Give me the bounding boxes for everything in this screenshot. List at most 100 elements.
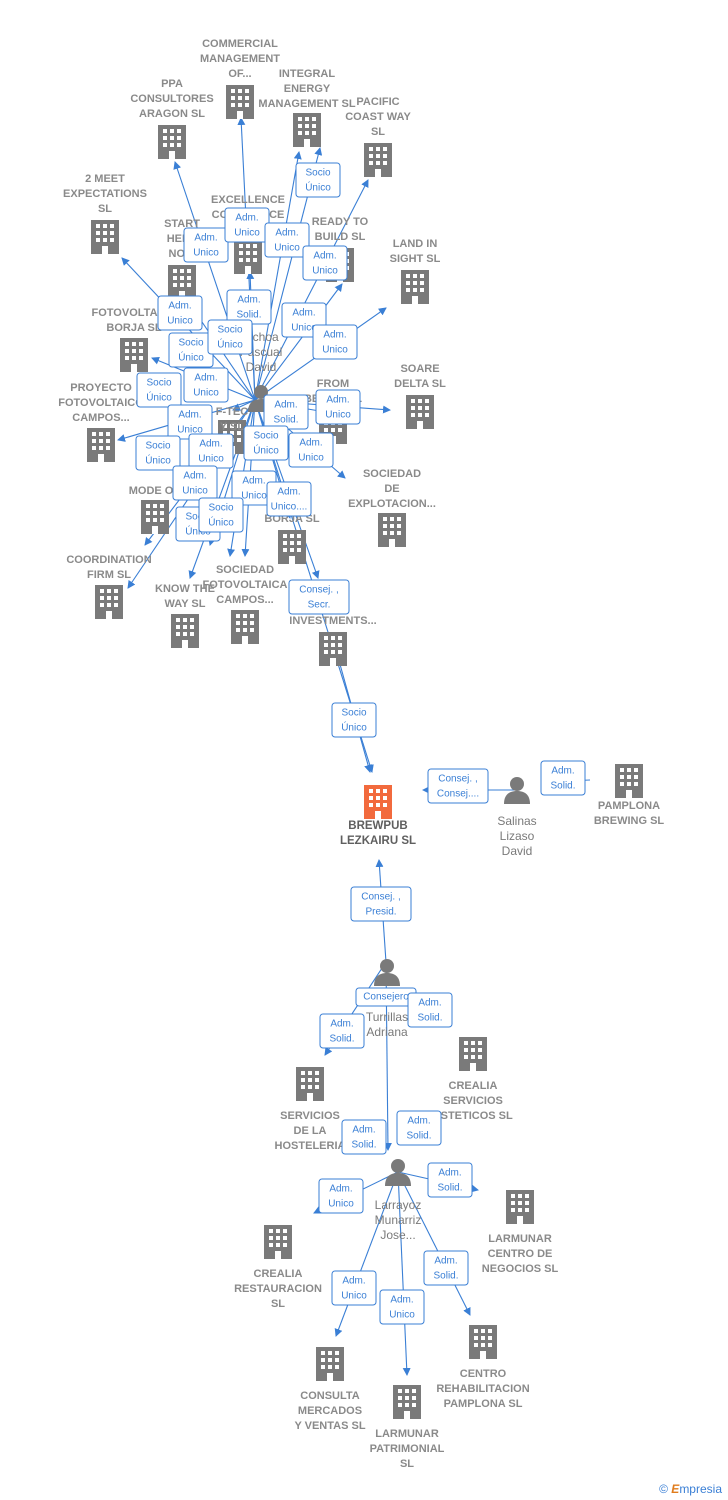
company-node-sociedadfoto[interactable]: SOCIEDADFOTOVOLTAICACAMPOS...: [203, 564, 288, 644]
person-label-salinas-0: Salinas: [497, 814, 536, 828]
edge-role-label-25[interactable]: Consej. ,Secr.: [288, 579, 350, 615]
company-label-ready-1: BUILD SL: [315, 231, 366, 243]
company-node-sociedadexp[interactable]: SOCIEDADDEEXPLOTACION...: [348, 468, 436, 547]
edge-role-text-8-0: Adm.: [292, 308, 315, 319]
company-building-icon: [506, 1190, 534, 1224]
edge-role-label-9[interactable]: Adm.Unico: [312, 324, 358, 360]
edge-role-label-box: [172, 465, 218, 501]
edge-role-label-39[interactable]: Adm.Unico: [379, 1289, 425, 1325]
edge-role-label-38[interactable]: Adm.Unico: [331, 1270, 377, 1306]
edge-role-label-box: [341, 1119, 387, 1155]
edge-role-text-19-1: Unico: [298, 453, 324, 464]
company-label-meet-0: 2 MEET: [85, 173, 125, 185]
edge-role-label-0[interactable]: Adm.Unico: [183, 227, 229, 263]
company-label-crealiarest-1: RESTAURACION: [234, 1283, 322, 1295]
edge-role-text-26-1: Único: [341, 721, 367, 734]
edge-role-label-35[interactable]: Adm.Unico: [318, 1178, 364, 1214]
company-node-commercial[interactable]: COMMERCIALMANAGEMENTOF...: [200, 38, 280, 119]
edge-role-text-39-1: Unico: [389, 1310, 415, 1321]
edge-role-text-37-1: Solid.: [433, 1271, 458, 1282]
edge-role-label-2[interactable]: Adm.Unico: [264, 222, 310, 258]
edge-role-label-36[interactable]: Adm.Solid.: [427, 1162, 473, 1198]
company-label-serviciosh-2: HOSTELERIA: [275, 1140, 346, 1152]
company-node-modeon[interactable]: MODE ON: [129, 485, 182, 534]
edge-role-label-1[interactable]: Adm.Unico: [224, 207, 270, 243]
edge-role-label-20[interactable]: Adm.Unico: [172, 465, 218, 501]
edge-role-label-box: [427, 1162, 473, 1198]
edge-role-label-4[interactable]: Adm.Unico: [302, 245, 348, 281]
edge-role-label-5[interactable]: Adm.Unico: [157, 295, 203, 331]
company-label-commercial-1: MANAGEMENT: [200, 53, 280, 65]
edge-role-label-33[interactable]: Adm.Solid.: [341, 1119, 387, 1155]
edge-role-label-30[interactable]: Consejero: [355, 987, 417, 1007]
edge-role-label-37[interactable]: Adm.Solid.: [423, 1250, 469, 1286]
edge-role-label-19[interactable]: Adm.Unico: [288, 432, 334, 468]
company-building-icon: [378, 513, 406, 547]
edge-role-label-17[interactable]: Adm.Unico: [188, 433, 234, 469]
edge-role-label-29[interactable]: Consej. ,Presid.: [350, 886, 412, 922]
relation-edge-13: [232, 399, 256, 411]
edge-role-label-6[interactable]: Adm.Solid.: [226, 289, 272, 325]
company-node-proyecto[interactable]: PROYECTOFOTOVOLTAICOCAMPOS...: [58, 382, 144, 462]
company-building-icon: [87, 428, 115, 462]
company-label-crealiarest-0: CREALIA: [254, 1268, 303, 1280]
edge-role-label-box: [135, 435, 181, 471]
edge-role-label-box: [183, 227, 229, 263]
edge-role-label-11[interactable]: Adm.Unico: [183, 367, 229, 403]
company-building-icon: [264, 1225, 292, 1259]
copyright-credit[interactable]: © Empresia: [659, 1482, 722, 1496]
company-label-larmunarpat-2: SL: [400, 1458, 414, 1470]
edge-role-label-28[interactable]: Adm.Solid.: [540, 760, 586, 796]
edge-role-label-27[interactable]: Consej. ,Consej....: [427, 768, 489, 804]
edge-role-label-32[interactable]: Adm.Solid.: [319, 1013, 365, 1049]
person-node-larrayoz[interactable]: LarrayozMunarrizJose...: [375, 1159, 422, 1242]
company-label-pacific-1: COAST WAY: [345, 111, 411, 123]
relation-edge-33: [397, 1171, 471, 1316]
edge-role-label-22[interactable]: Adm.Unico....: [266, 481, 312, 517]
edge-role-text-26-0: Socio: [341, 708, 366, 719]
company-node-borja2[interactable]: BORJA SL: [264, 513, 320, 564]
edge-role-text-8-1: Unico: [291, 323, 317, 334]
edge-role-label-15[interactable]: Adm.Unico: [315, 389, 361, 425]
copyright-symbol: ©: [659, 1482, 668, 1496]
edge-role-text-27-1: Consej....: [437, 789, 479, 800]
edge-role-text-30-0: Consejero: [363, 992, 409, 1003]
company-label-meet-2: SL: [98, 203, 112, 215]
company-label-soare-1: DELTA SL: [394, 378, 446, 390]
company-building-icon: [364, 143, 392, 177]
edge-role-label-34[interactable]: Adm.Solid.: [396, 1110, 442, 1146]
edge-role-label-14[interactable]: Adm.Solid.: [263, 394, 309, 430]
edge-role-label-31[interactable]: Adm.Solid.: [407, 992, 453, 1028]
